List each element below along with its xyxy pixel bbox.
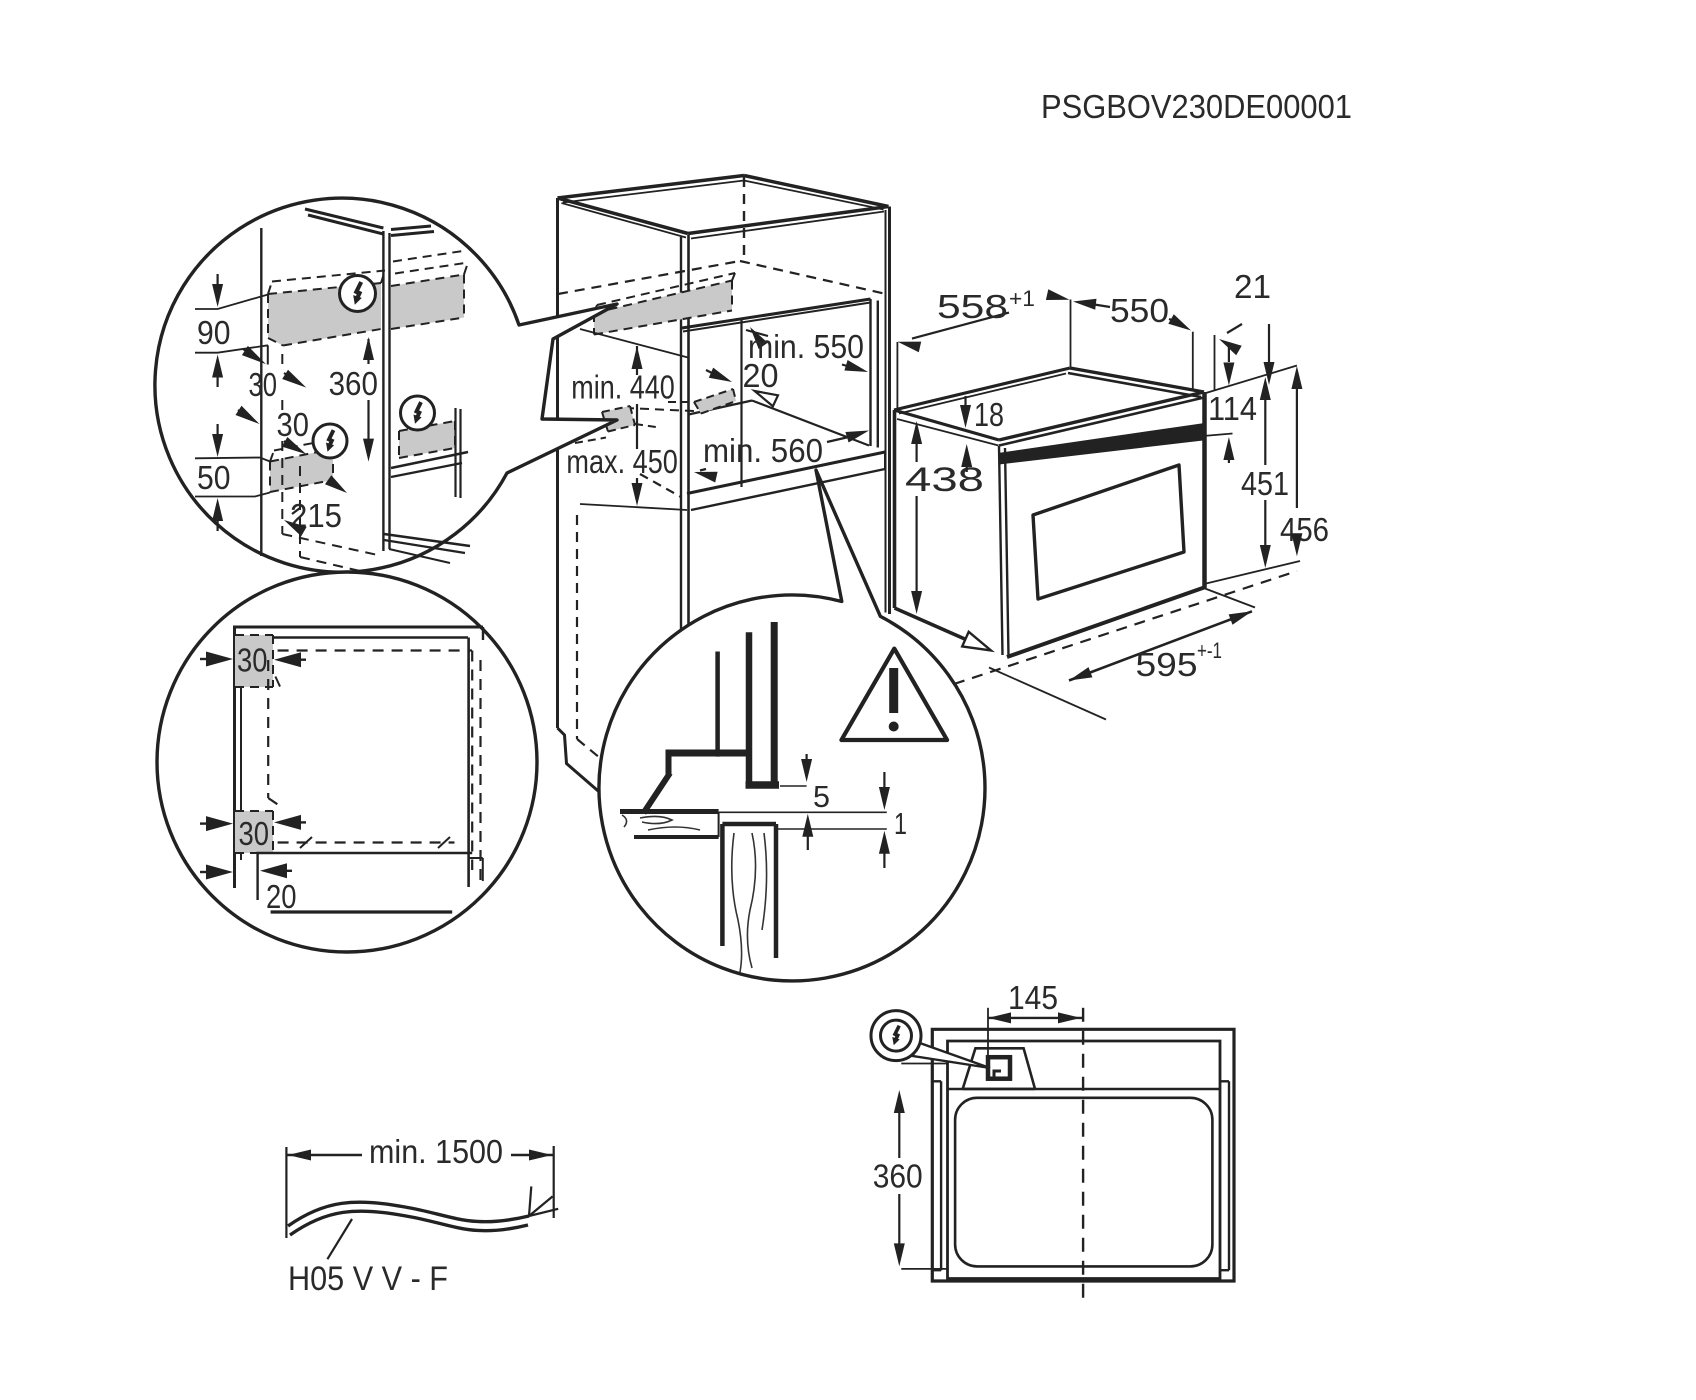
svg-text:30: 30 [277,406,309,443]
svg-text:max. 450: max. 450 [566,443,678,480]
svg-text:H05 V V - F: H05 V V - F [288,1260,448,1298]
svg-text:451: 451 [1241,465,1289,502]
svg-text:18: 18 [974,396,1004,433]
svg-text:21: 21 [1234,268,1271,305]
svg-text:PSGBOV230DE00001: PSGBOV230DE00001 [1041,88,1352,125]
svg-text:20: 20 [266,878,297,915]
svg-text:30: 30 [249,366,278,403]
svg-text:550: 550 [1110,292,1169,329]
svg-text:+1: +1 [1009,286,1035,311]
svg-text:90: 90 [197,314,231,351]
svg-text:456: 456 [1280,511,1329,548]
svg-text:360: 360 [329,365,378,402]
svg-text:min. 440: min. 440 [571,368,675,405]
svg-text:114: 114 [1208,390,1257,427]
svg-text:1: 1 [894,806,907,841]
svg-text:5: 5 [813,779,830,814]
svg-text:558: 558 [937,288,1008,325]
svg-text:20: 20 [743,357,779,394]
svg-text:+-1: +-1 [1197,638,1222,663]
svg-text:360: 360 [873,1158,923,1195]
svg-text:438: 438 [905,461,984,499]
svg-text:30: 30 [239,815,270,852]
svg-text:min. 1500: min. 1500 [369,1133,503,1170]
svg-text:145: 145 [1008,979,1058,1016]
svg-text:30: 30 [237,642,268,679]
svg-text:50: 50 [197,459,231,496]
svg-text:min. 550: min. 550 [748,328,864,365]
svg-text:595: 595 [1136,646,1198,683]
svg-text:min. 560: min. 560 [703,432,823,469]
